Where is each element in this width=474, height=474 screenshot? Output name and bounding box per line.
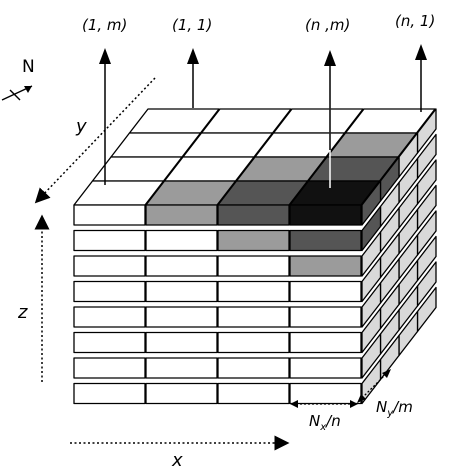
block-cells bbox=[73, 108, 437, 405]
svg-text:z: z bbox=[17, 302, 28, 323]
side-cell bbox=[361, 333, 382, 379]
svg-text:Ny/m: Ny/m bbox=[376, 398, 413, 419]
front-cell bbox=[145, 204, 218, 226]
axis-y: y bbox=[34, 77, 156, 204]
front-cell bbox=[145, 229, 218, 252]
arrow-1-m-head-icon bbox=[99, 48, 111, 64]
label-1-m: (1, m) bbox=[82, 16, 127, 34]
front-cell bbox=[73, 229, 146, 252]
front-cell bbox=[289, 229, 362, 252]
front-cell bbox=[145, 357, 218, 379]
front-cell bbox=[289, 204, 362, 226]
front-cell bbox=[289, 255, 362, 277]
front-cell bbox=[145, 255, 218, 277]
front-cell bbox=[217, 357, 290, 379]
column-arrows bbox=[99, 44, 427, 188]
front-cell bbox=[217, 331, 290, 354]
side-cell bbox=[361, 180, 382, 226]
front-cell bbox=[73, 204, 146, 226]
side-cell bbox=[361, 282, 382, 328]
front-cell bbox=[73, 280, 146, 303]
front-cell bbox=[217, 229, 290, 252]
front-cell bbox=[217, 306, 290, 328]
front-cell bbox=[289, 382, 362, 405]
front-cell bbox=[145, 306, 218, 328]
front-cell bbox=[73, 331, 146, 354]
front-cell bbox=[145, 280, 218, 303]
svg-text:N: N bbox=[22, 57, 35, 77]
front-cell bbox=[289, 331, 362, 354]
side-cell bbox=[361, 256, 382, 303]
front-cell bbox=[73, 306, 146, 328]
front-cell bbox=[145, 382, 218, 405]
front-cell bbox=[73, 255, 146, 277]
front-cell bbox=[289, 357, 362, 379]
dimension-nx-n: Nx/n bbox=[290, 400, 358, 433]
front-cell bbox=[289, 306, 362, 328]
axis-z: z bbox=[17, 214, 50, 382]
label-n-m: (n ,m) bbox=[305, 16, 350, 34]
front-cell bbox=[73, 357, 146, 379]
side-cell bbox=[361, 231, 382, 277]
front-cell bbox=[73, 382, 146, 405]
svg-text:x: x bbox=[171, 450, 183, 471]
svg-text:y: y bbox=[75, 116, 87, 137]
axis-x: x bbox=[70, 435, 290, 471]
arrow-n-1-head-icon bbox=[415, 44, 427, 60]
front-cell bbox=[289, 280, 362, 303]
front-cell bbox=[217, 280, 290, 303]
side-cell bbox=[361, 307, 382, 354]
svg-text:Nx/n: Nx/n bbox=[309, 412, 341, 433]
dimension-ny-m: Ny/m bbox=[357, 369, 413, 419]
side-cell bbox=[361, 205, 382, 252]
front-cell bbox=[217, 382, 290, 405]
front-cell bbox=[217, 255, 290, 277]
arrow-n-m-head-icon bbox=[324, 50, 336, 66]
front-cell bbox=[217, 204, 290, 226]
label-n-1: (n, 1) bbox=[395, 12, 435, 30]
arrow-1-1-head-icon bbox=[187, 48, 199, 64]
compass-north-icon: N bbox=[1, 57, 35, 101]
front-cell bbox=[145, 331, 218, 354]
label-1-1: (1, 1) bbox=[172, 16, 212, 34]
